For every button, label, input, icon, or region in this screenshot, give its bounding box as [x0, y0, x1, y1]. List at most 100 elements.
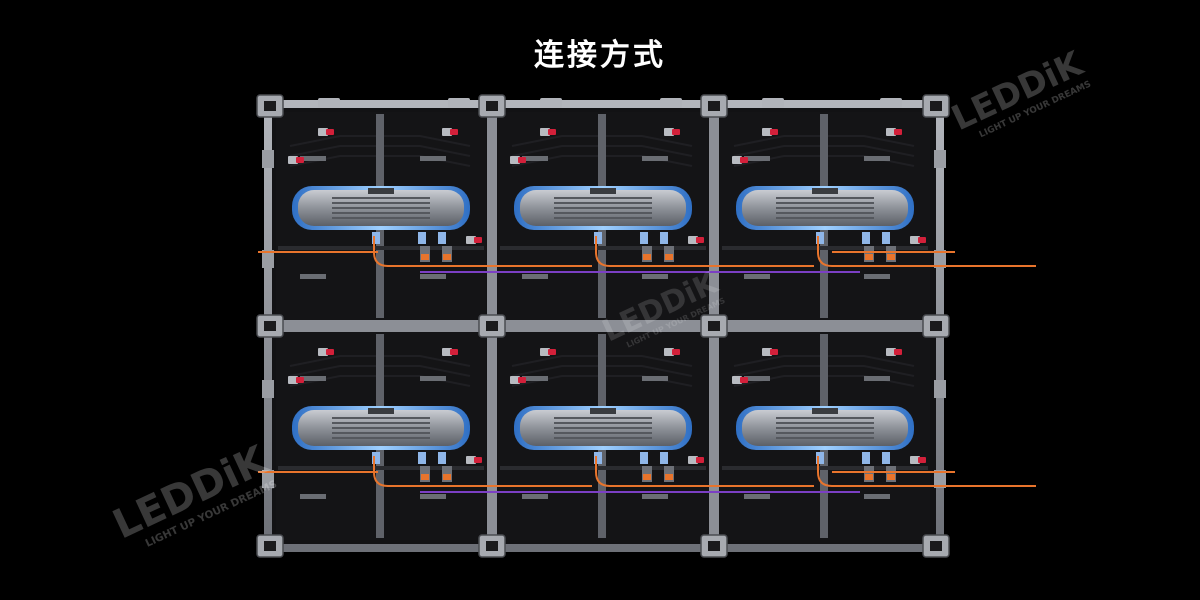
module-label [812, 188, 838, 194]
latch-body [442, 348, 452, 356]
mounting-slot [744, 494, 770, 499]
red-connector [296, 377, 304, 383]
latch-body [910, 236, 920, 244]
module-vent [554, 422, 652, 424]
port-highlight [665, 254, 673, 260]
power-cable-link [373, 236, 592, 267]
cable-plug [372, 232, 380, 244]
mounting-slot [864, 274, 890, 279]
latch-body [442, 128, 452, 136]
red-connector [548, 349, 556, 355]
top-handle [540, 98, 562, 108]
mounting-slot [864, 494, 890, 499]
mounting-slot [300, 274, 326, 279]
red-connector [450, 349, 458, 355]
module-vent [332, 417, 430, 419]
mounting-slot [420, 494, 446, 499]
cable-plug [660, 232, 668, 244]
horizontal-rib [500, 466, 706, 470]
port-highlight [865, 474, 873, 480]
power-cable-link [595, 236, 814, 267]
bracket-hole [264, 101, 276, 111]
mounting-slot [522, 156, 548, 161]
latch-body [910, 456, 920, 464]
mounting-slot [744, 274, 770, 279]
module-vent [776, 212, 874, 214]
mounting-slot [522, 274, 548, 279]
page-title: 连接方式 [534, 38, 666, 73]
cabinet-cell [276, 112, 486, 320]
port-highlight [443, 474, 451, 480]
latch-body [510, 156, 520, 164]
bracket-hole [708, 321, 720, 331]
cable-plug [438, 232, 446, 244]
mounting-slot [864, 156, 890, 161]
cabinet-cell [498, 112, 708, 320]
module-vent [776, 207, 874, 209]
latch-body [688, 456, 698, 464]
module-vent [332, 207, 430, 209]
side-clamp-right [934, 380, 946, 398]
red-connector [770, 349, 778, 355]
cable-plug [862, 452, 870, 464]
horizontal-frame-bar [268, 320, 940, 332]
horizontal-rib [278, 246, 484, 250]
module-vent [554, 217, 652, 219]
module-vent [554, 197, 652, 199]
top-handle [762, 98, 784, 108]
mounting-slot [300, 156, 326, 161]
latch-body [664, 348, 674, 356]
module-vent [332, 217, 430, 219]
module-vent [332, 212, 430, 214]
module-vent [776, 437, 874, 439]
top-handle [660, 98, 682, 108]
latch-body [288, 376, 298, 384]
bracket-hole [708, 101, 720, 111]
bracket-hole [930, 101, 942, 111]
mounting-slot [420, 156, 446, 161]
port-highlight [887, 474, 895, 480]
mounting-slot [864, 376, 890, 381]
bracket-hole [930, 321, 942, 331]
latch-body [540, 128, 550, 136]
mounting-slot [300, 376, 326, 381]
latch-body [762, 128, 772, 136]
module-vent [776, 217, 874, 219]
latch-body [664, 128, 674, 136]
horizontal-rib [722, 466, 928, 470]
side-clamp-left [262, 470, 274, 488]
latch-body [762, 348, 772, 356]
bracket-hole [264, 541, 276, 551]
mounting-slot [642, 156, 668, 161]
cabinet-cell [498, 332, 708, 540]
module-vent [554, 417, 652, 419]
module-vent [776, 422, 874, 424]
side-clamp-right [934, 470, 946, 488]
red-connector [696, 457, 704, 463]
side-clamp-left [262, 380, 274, 398]
bracket-hole [708, 541, 720, 551]
port-highlight [421, 254, 429, 260]
bracket-hole [486, 321, 498, 331]
cable-plug [438, 452, 446, 464]
top-handle [880, 98, 902, 108]
module-vent [776, 202, 874, 204]
power-cable-link [373, 456, 592, 487]
bracket-hole [486, 101, 498, 111]
red-connector [672, 349, 680, 355]
red-connector [474, 457, 482, 463]
bracket-hole [930, 541, 942, 551]
cable-plug [862, 232, 870, 244]
port-highlight [887, 254, 895, 260]
module-vent [332, 437, 430, 439]
bracket-hole [486, 541, 498, 551]
module-vent [554, 437, 652, 439]
cable-plug [594, 232, 602, 244]
module-vent [776, 417, 874, 419]
red-connector [548, 129, 556, 135]
module-vent [332, 422, 430, 424]
red-connector [518, 157, 526, 163]
cable-plug [418, 232, 426, 244]
power-cable-link [595, 456, 814, 487]
